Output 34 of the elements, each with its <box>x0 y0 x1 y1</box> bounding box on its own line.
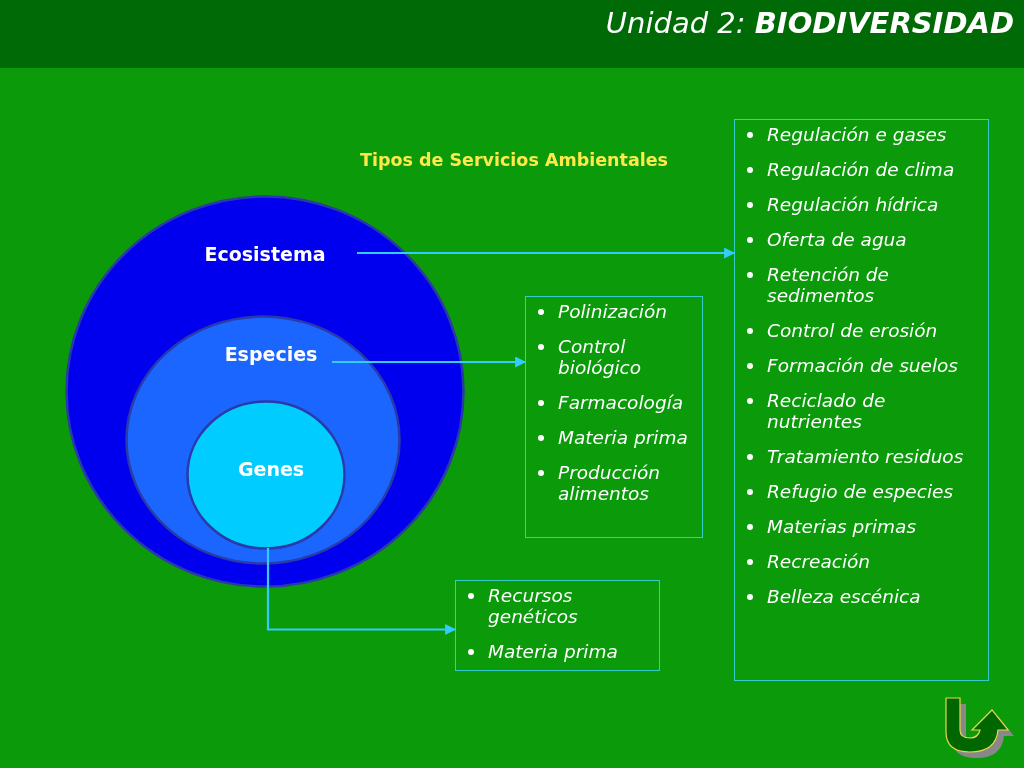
list-item: Reciclado de nutrientes <box>767 390 982 432</box>
circle <box>186 400 346 550</box>
list-item: Farmacología <box>558 392 696 413</box>
arrow <box>357 247 736 259</box>
list-item: Formación de suelos <box>767 355 982 376</box>
list-item: Belleza escénica <box>767 586 982 607</box>
circle-label: Genes <box>237 458 305 480</box>
list-item: Regulación e gases <box>767 124 982 145</box>
list-item: Recreación <box>767 551 982 572</box>
circle <box>125 315 401 565</box>
circle <box>65 195 465 588</box>
list-item: Regulación de clima <box>767 159 982 180</box>
list-item: Tratamiento residuos <box>767 446 982 467</box>
list-item: Regulación hídrica <box>767 194 982 215</box>
list-item: Polinización <box>558 301 696 322</box>
circle-label: Especies <box>224 343 318 365</box>
list-item: Producción alimentos <box>558 462 696 504</box>
list-box <box>455 580 660 671</box>
list-box <box>734 119 989 681</box>
list-item: Control de erosión <box>767 320 982 341</box>
list-item: Oferta de agua <box>767 229 982 250</box>
list-box <box>525 296 703 538</box>
list-item: Control biológico <box>558 336 696 378</box>
list-item: Refugio de especies <box>767 481 982 502</box>
heading-label: Tipos de Servicios Ambientales <box>360 150 668 170</box>
list-item: Materia prima <box>488 641 653 662</box>
circle-label: Ecosistema <box>204 243 326 265</box>
slide-title: Unidad 2: BIODIVERSIDAD <box>605 6 1014 40</box>
list-item: Recursos genéticos <box>488 585 653 627</box>
arrow <box>266 548 457 635</box>
arrow <box>332 356 527 368</box>
list-item: Materia prima <box>558 427 696 448</box>
list-item: Materias primas <box>767 516 982 537</box>
list-item: Retención de sedimentos <box>767 264 982 306</box>
